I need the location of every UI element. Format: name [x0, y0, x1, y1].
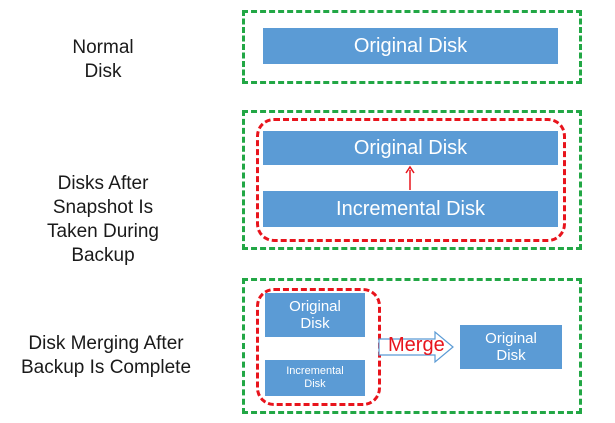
- row2-arrow-up-icon: [405, 165, 415, 190]
- row3-result-original-disk: Original Disk: [460, 325, 562, 369]
- row1-original-disk: Original Disk: [263, 28, 558, 64]
- row3-incremental-disk: Incremental Disk: [265, 360, 365, 396]
- row1-container: [242, 10, 582, 84]
- row-label-snapshot: Disks After Snapshot Is Taken During Bac…: [47, 173, 159, 266]
- row2-container: [242, 110, 582, 250]
- row2-original-disk: Original Disk: [263, 131, 558, 165]
- merge-arrow-icon: [378, 330, 454, 364]
- row-label-normal-disk: Normal Disk: [72, 37, 134, 82]
- row2-snapshot-group: [256, 118, 566, 242]
- row-label-merging: Disk Merging After Backup Is Complete: [20, 333, 192, 378]
- row2-incremental-disk: Incremental Disk: [263, 191, 558, 227]
- merge-label: Merge: [388, 334, 445, 356]
- row3-original-disk: Original Disk: [265, 293, 365, 337]
- row3-container: [242, 278, 582, 414]
